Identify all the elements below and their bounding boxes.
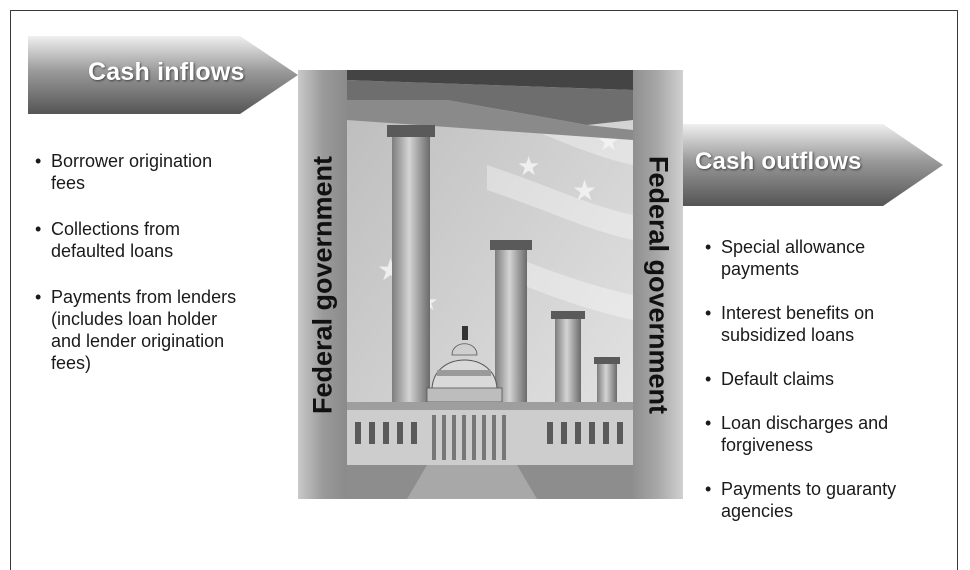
svg-text:★: ★ [517, 152, 540, 182]
cash-inflows-title: Cash inflows [88, 58, 245, 86]
cash-inflows-arrow: Cash inflows [28, 36, 300, 114]
cash-outflows-title: Cash outflows [695, 148, 862, 175]
left-government-band: Federal government [298, 70, 348, 499]
capitol-photo: ★ ★ ★ ★ ★ ★ ★ [347, 70, 633, 499]
cash-outflows-arrow: Cash outflows [683, 124, 945, 206]
left-government-label: Federal government [307, 155, 338, 414]
diagram-frame [10, 10, 958, 570]
list-item: •Payments from lenders(includes loan hol… [35, 287, 237, 373]
list-item: •Default claims [705, 369, 835, 389]
svg-text:★: ★ [572, 174, 597, 207]
right-government-label: Federal government [643, 155, 674, 414]
right-government-band: Federal government [633, 70, 683, 499]
